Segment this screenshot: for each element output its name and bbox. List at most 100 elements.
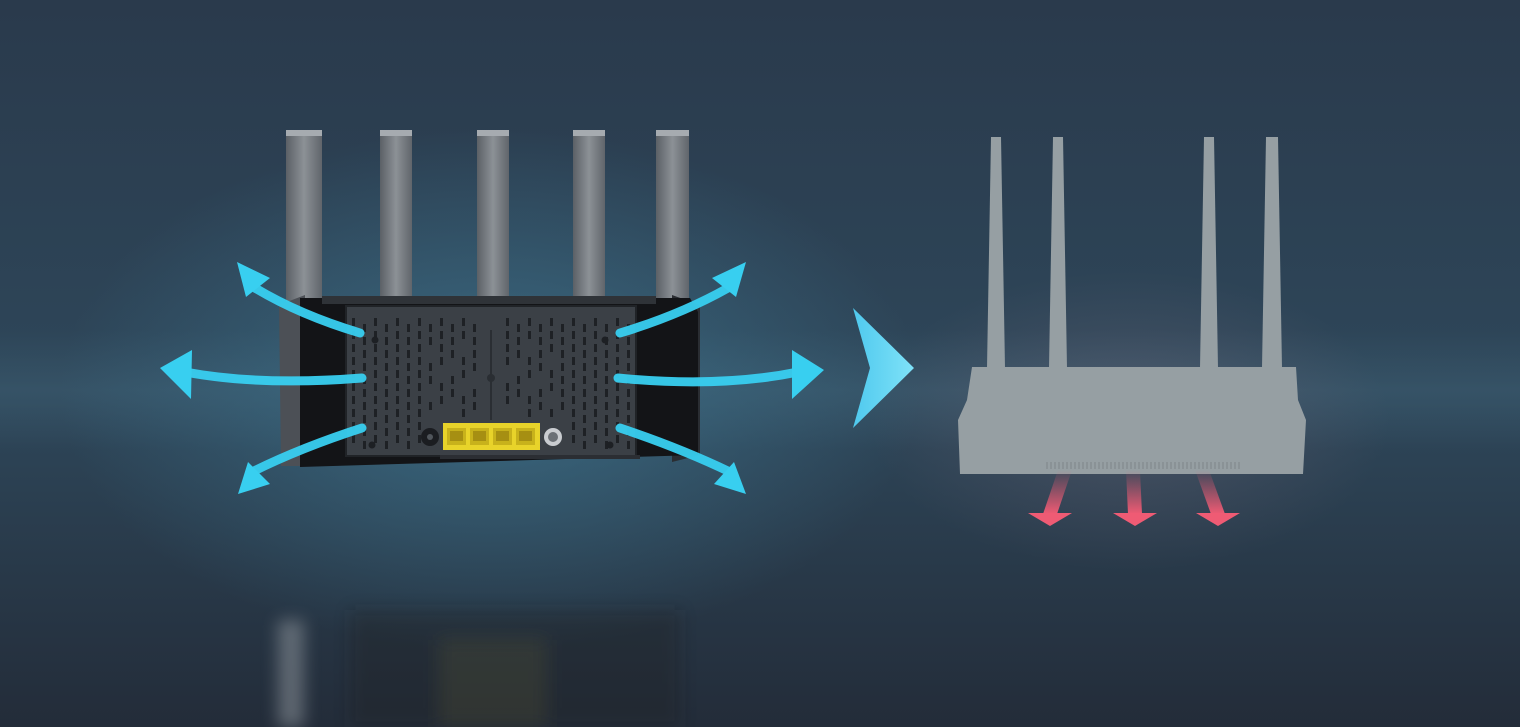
- vent-slot: [616, 435, 619, 443]
- antenna-cap: [477, 130, 509, 136]
- vent-slot: [539, 389, 542, 397]
- vent-slot: [561, 402, 564, 410]
- vent-slot: [418, 370, 421, 378]
- vent-slot: [572, 409, 575, 417]
- heat-arrow-1: [1028, 470, 1072, 526]
- vent-slot: [605, 363, 608, 371]
- airflow-arrows: [160, 262, 824, 494]
- vent-slot: [616, 318, 619, 326]
- vent-slot: [583, 363, 586, 371]
- vent-slot: [605, 428, 608, 436]
- vent-slot: [473, 389, 476, 397]
- vent-slot: [506, 344, 509, 352]
- vent-tooth: [1086, 462, 1088, 469]
- vent-slot: [440, 357, 443, 365]
- antenna-cap: [656, 130, 689, 136]
- vent-slot: [451, 389, 454, 397]
- vent-slot: [396, 357, 399, 365]
- vent-slot: [374, 318, 377, 326]
- vent-tooth: [1162, 462, 1164, 469]
- vent-slot: [462, 318, 465, 326]
- vent-slot: [429, 337, 432, 345]
- vent-slot: [407, 363, 410, 371]
- vent-slot: [451, 376, 454, 384]
- vent-slot: [528, 318, 531, 326]
- vent-slot: [561, 324, 564, 332]
- generic-antenna-3: [1200, 137, 1218, 368]
- heat-arrows: [1028, 470, 1240, 526]
- vent-slot: [550, 370, 553, 378]
- vent-tooth: [1214, 462, 1216, 469]
- vent-slot: [462, 357, 465, 365]
- vent-slot: [407, 428, 410, 436]
- vent-slot: [396, 331, 399, 339]
- vent-slot: [539, 402, 542, 410]
- vent-tooth: [1062, 462, 1064, 469]
- vent-slot: [352, 318, 355, 326]
- heat-arrow-3: [1195, 470, 1240, 526]
- vent-slot: [506, 383, 509, 391]
- vent-tooth: [1070, 462, 1072, 469]
- vent-slot: [572, 435, 575, 443]
- vent-slot: [407, 415, 410, 423]
- heat-arrow-2: [1113, 470, 1157, 526]
- bottom-vent-strip: [440, 455, 640, 459]
- vent-tooth: [1082, 462, 1084, 469]
- vent-tooth: [1118, 462, 1120, 469]
- vent-tooth: [1090, 462, 1092, 469]
- vent-slot: [407, 441, 410, 449]
- vent-slot: [616, 383, 619, 391]
- vent-slot: [440, 383, 443, 391]
- airflow-arrow-upper-right: [615, 262, 746, 338]
- vent-slot: [594, 331, 597, 339]
- vent-slot: [396, 344, 399, 352]
- vent-slot: [616, 396, 619, 404]
- antenna-5: [656, 130, 689, 305]
- vent-slot: [605, 415, 608, 423]
- vent-slot: [374, 331, 377, 339]
- vent-slot: [451, 337, 454, 345]
- chevron-right-icon: [853, 308, 914, 428]
- vent-slot: [418, 435, 421, 443]
- vent-slot: [583, 415, 586, 423]
- vent-tooth: [1202, 462, 1204, 469]
- vent-slot: [385, 389, 388, 397]
- vent-slot: [385, 363, 388, 371]
- vent-slot: [363, 428, 366, 436]
- vent-slot: [418, 331, 421, 339]
- vent-slot: [352, 396, 355, 404]
- vent-slot: [396, 409, 399, 417]
- vent-slot: [627, 402, 630, 410]
- vent-slot: [561, 337, 564, 345]
- vent-slot: [352, 357, 355, 365]
- vent-tooth: [1218, 462, 1220, 469]
- vent-slot: [616, 409, 619, 417]
- vent-slot: [352, 383, 355, 391]
- vent-slot: [594, 422, 597, 430]
- vent-slot: [506, 331, 509, 339]
- vent-slot: [528, 396, 531, 404]
- vent-slot: [451, 350, 454, 358]
- airflow-arrow-lower-right: [615, 423, 746, 494]
- vent-tooth: [1158, 462, 1160, 469]
- vent-tooth: [1094, 462, 1096, 469]
- antenna-3: [477, 130, 509, 305]
- antenna-cap: [573, 130, 605, 136]
- vent-slot: [418, 318, 421, 326]
- vent-slot: [396, 396, 399, 404]
- vent-slot: [550, 344, 553, 352]
- vent-tooth: [1230, 462, 1232, 469]
- vent-slot: [627, 337, 630, 345]
- vent-slot: [374, 409, 377, 417]
- vent-slot: [517, 350, 520, 358]
- generic-router-vents: [1046, 462, 1240, 469]
- vent-slot: [374, 370, 377, 378]
- airflow-arrow-lower-left: [238, 423, 367, 494]
- vent-slot: [539, 350, 542, 358]
- vent-slot: [561, 350, 564, 358]
- vent-slot: [374, 344, 377, 352]
- antenna-4: [573, 130, 605, 305]
- screw-top-right: [601, 336, 609, 344]
- vent-slot: [462, 331, 465, 339]
